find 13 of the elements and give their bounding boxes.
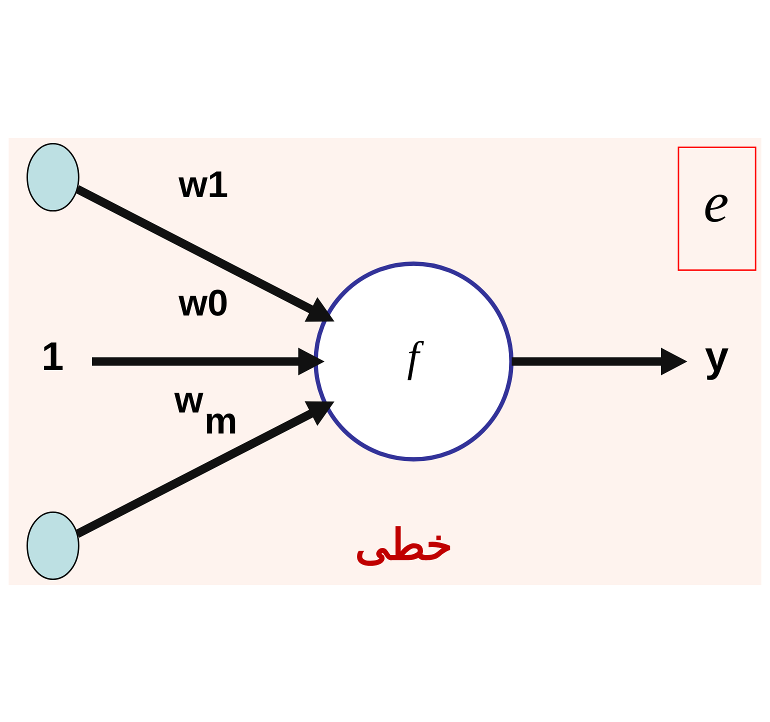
node-circle (26, 510, 80, 580)
node-box: e (678, 146, 756, 270)
node-circle: f (314, 261, 514, 461)
node-label: خطی (355, 520, 454, 569)
arrow (92, 347, 325, 375)
arrow (75, 400, 334, 538)
node-text: y (704, 332, 729, 380)
arrow (75, 184, 334, 322)
edge-label: w1 (178, 162, 228, 204)
node-text: 1 (42, 334, 64, 378)
arrow (512, 347, 688, 375)
node-circle (26, 142, 80, 212)
edge-label: w0 (178, 281, 228, 324)
